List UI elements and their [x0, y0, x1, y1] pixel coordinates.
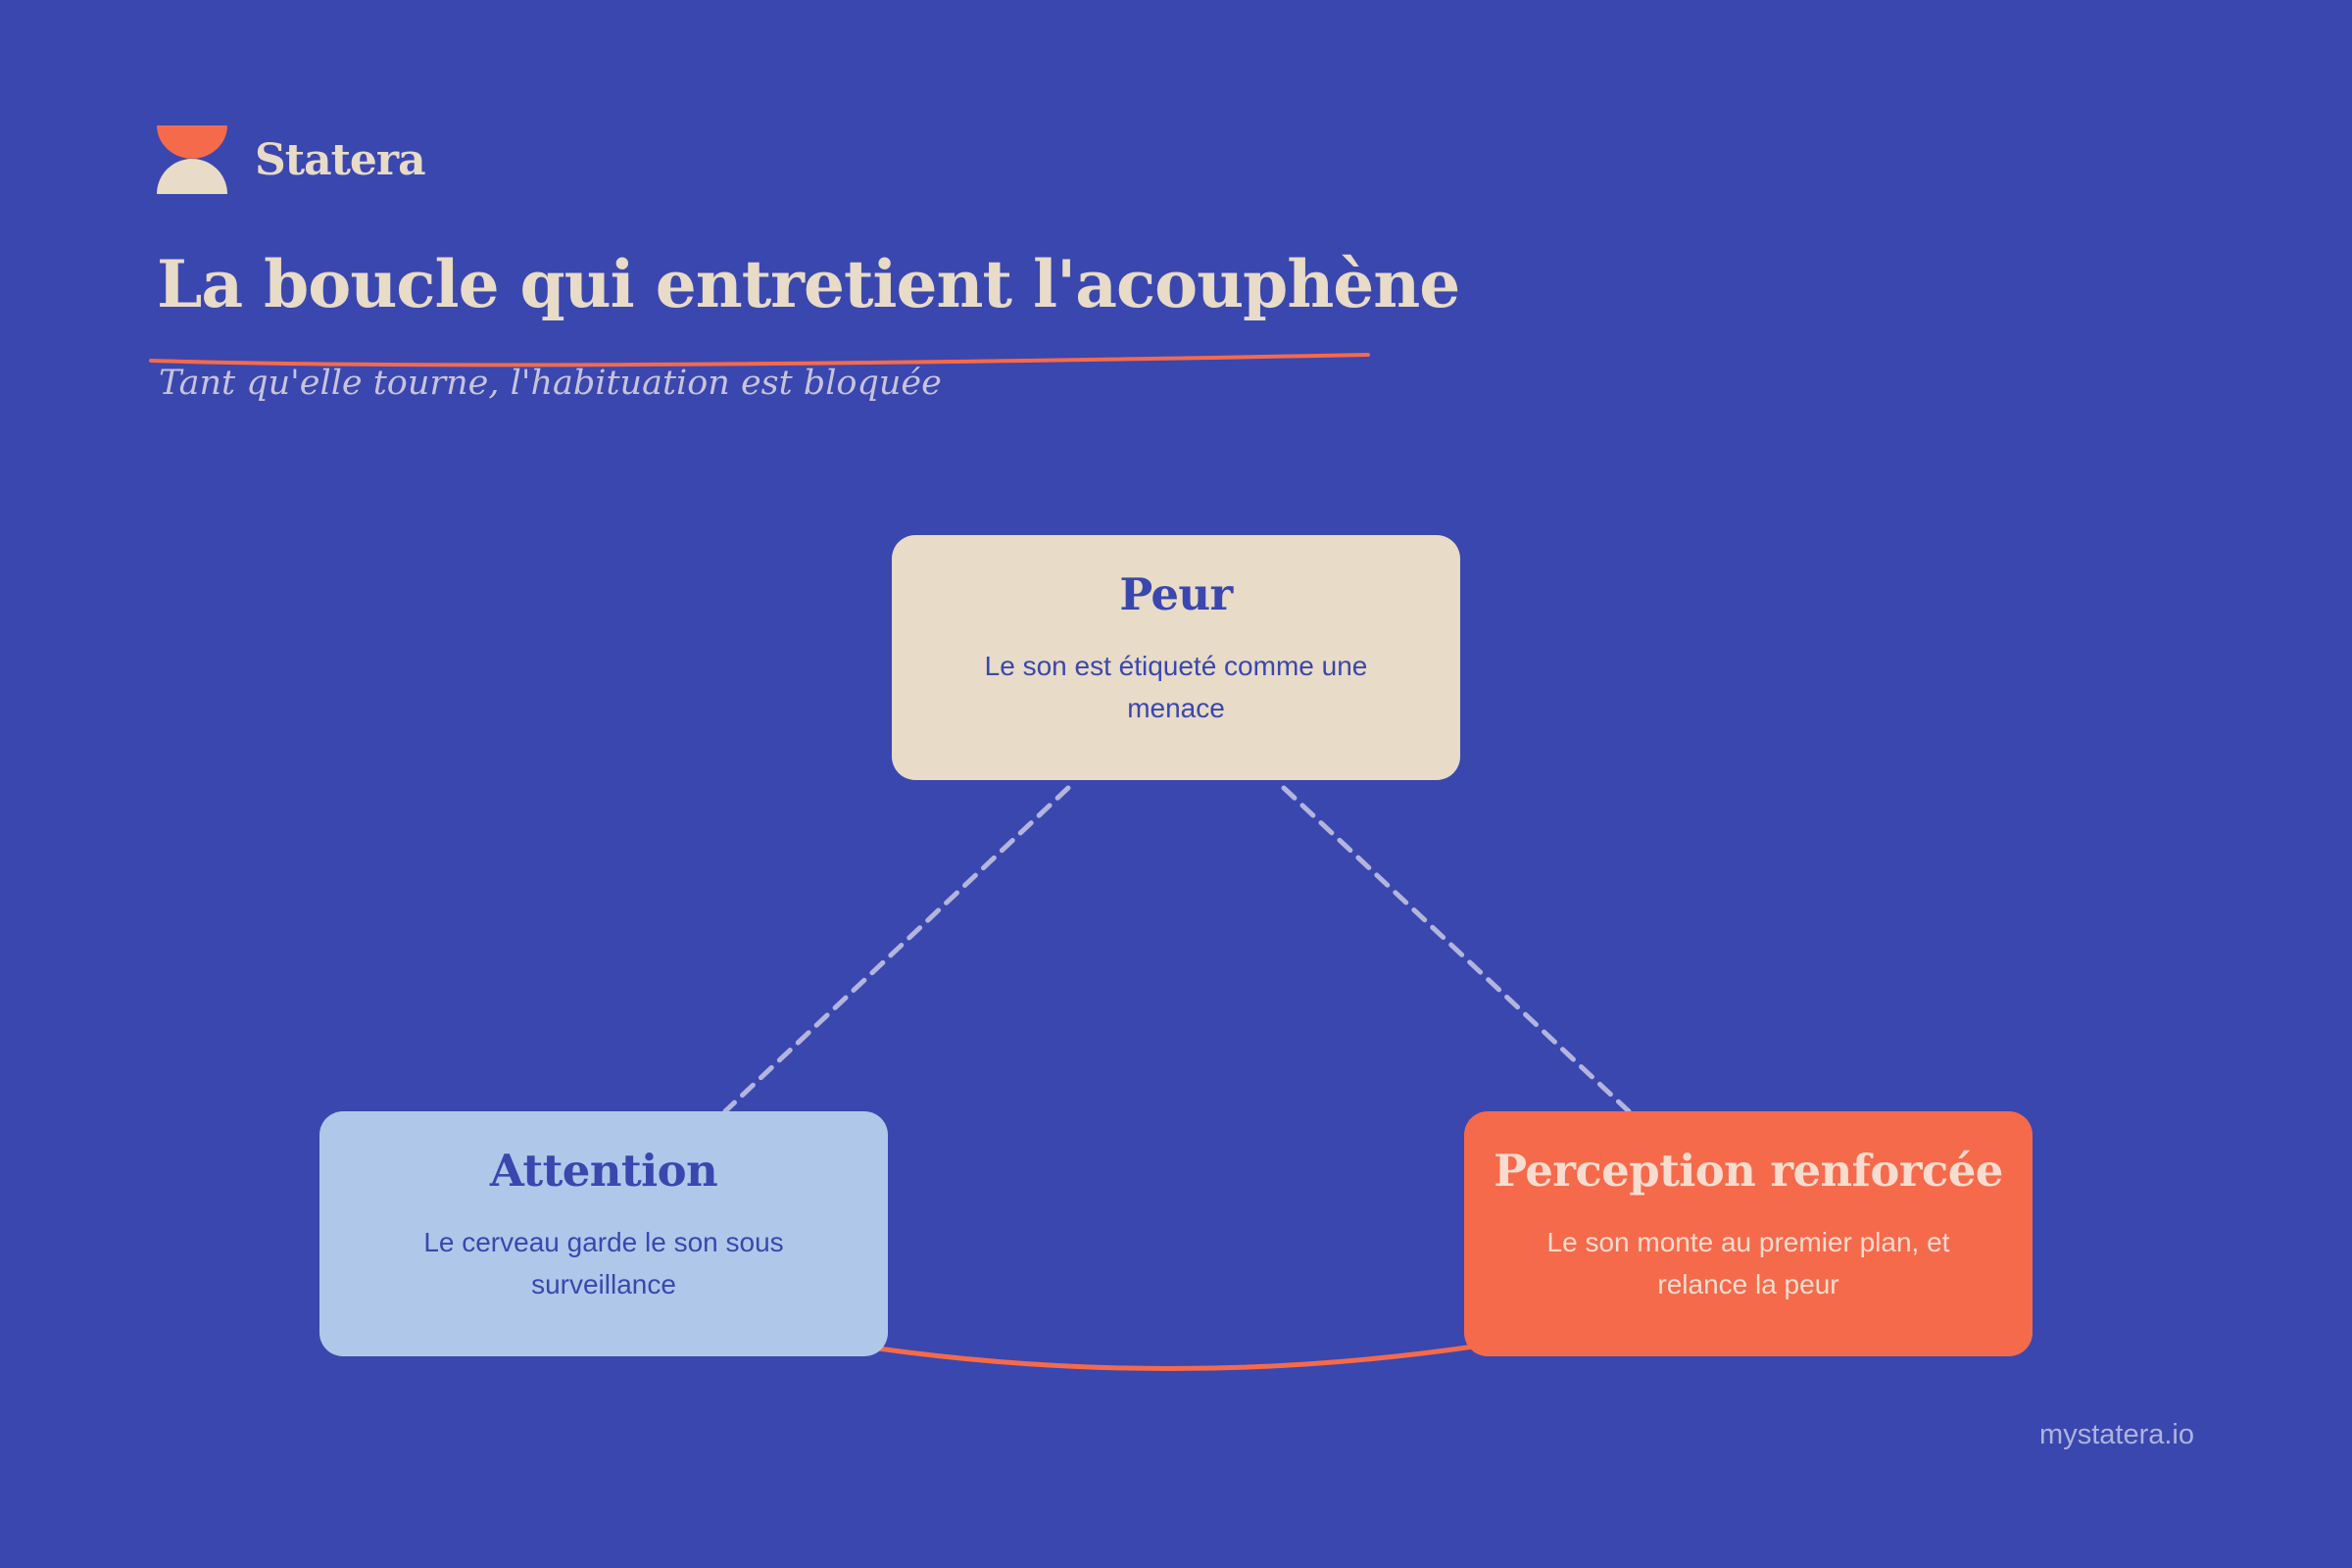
brand-header: Statera: [157, 123, 426, 198]
node-fear-description: Le son est étiqueté comme une menace: [984, 651, 1368, 723]
fear-to-attention-connector: [722, 785, 1071, 1114]
node-fear: Peur Le son est étiqueté comme une menac…: [892, 535, 1460, 780]
title-underline-stroke: [149, 353, 1370, 368]
node-fear-title: Peur: [1119, 568, 1233, 620]
page-subtitle: Tant qu'elle tourne, l'habituation est b…: [159, 364, 942, 403]
brand-name: Statera: [255, 135, 426, 185]
website-link[interactable]: mystatera.io: [2039, 1419, 2194, 1450]
node-perception: Perception renforcée Le son monte au pre…: [1464, 1111, 2033, 1356]
half-circles-logo-icon: [157, 125, 227, 194]
attention-to-perception-connector: [875, 1344, 1477, 1372]
node-attention-description: Le cerveau garde le son sous surveillanc…: [423, 1227, 784, 1299]
node-perception-description: Le son monte au premier plan, et relance…: [1546, 1227, 1950, 1299]
fear-to-perception-connector: [1281, 785, 1632, 1114]
page-title: La boucle qui entretient l'acouphène: [157, 246, 1460, 322]
node-attention: Attention Le cerveau garde le son sous s…: [319, 1111, 888, 1356]
node-attention-title: Attention: [489, 1145, 718, 1197]
node-perception-title: Perception renforcée: [1494, 1145, 2003, 1197]
